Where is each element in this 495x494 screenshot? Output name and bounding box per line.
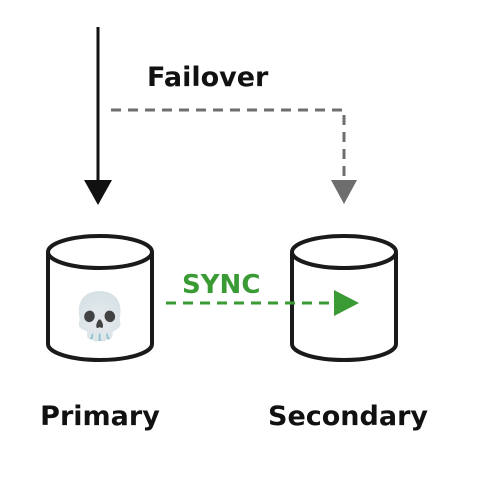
failover-arrow (111, 108, 357, 204)
primary-database (46, 234, 154, 362)
skull-icon: 💀 (71, 290, 128, 343)
primary-label: Primary (40, 401, 160, 432)
failover-label: Failover (147, 62, 269, 93)
sync-arrow (166, 290, 359, 316)
secondary-label: Secondary (268, 401, 428, 432)
sync-label: SYNC (182, 270, 260, 300)
traffic-arrow (84, 27, 112, 205)
